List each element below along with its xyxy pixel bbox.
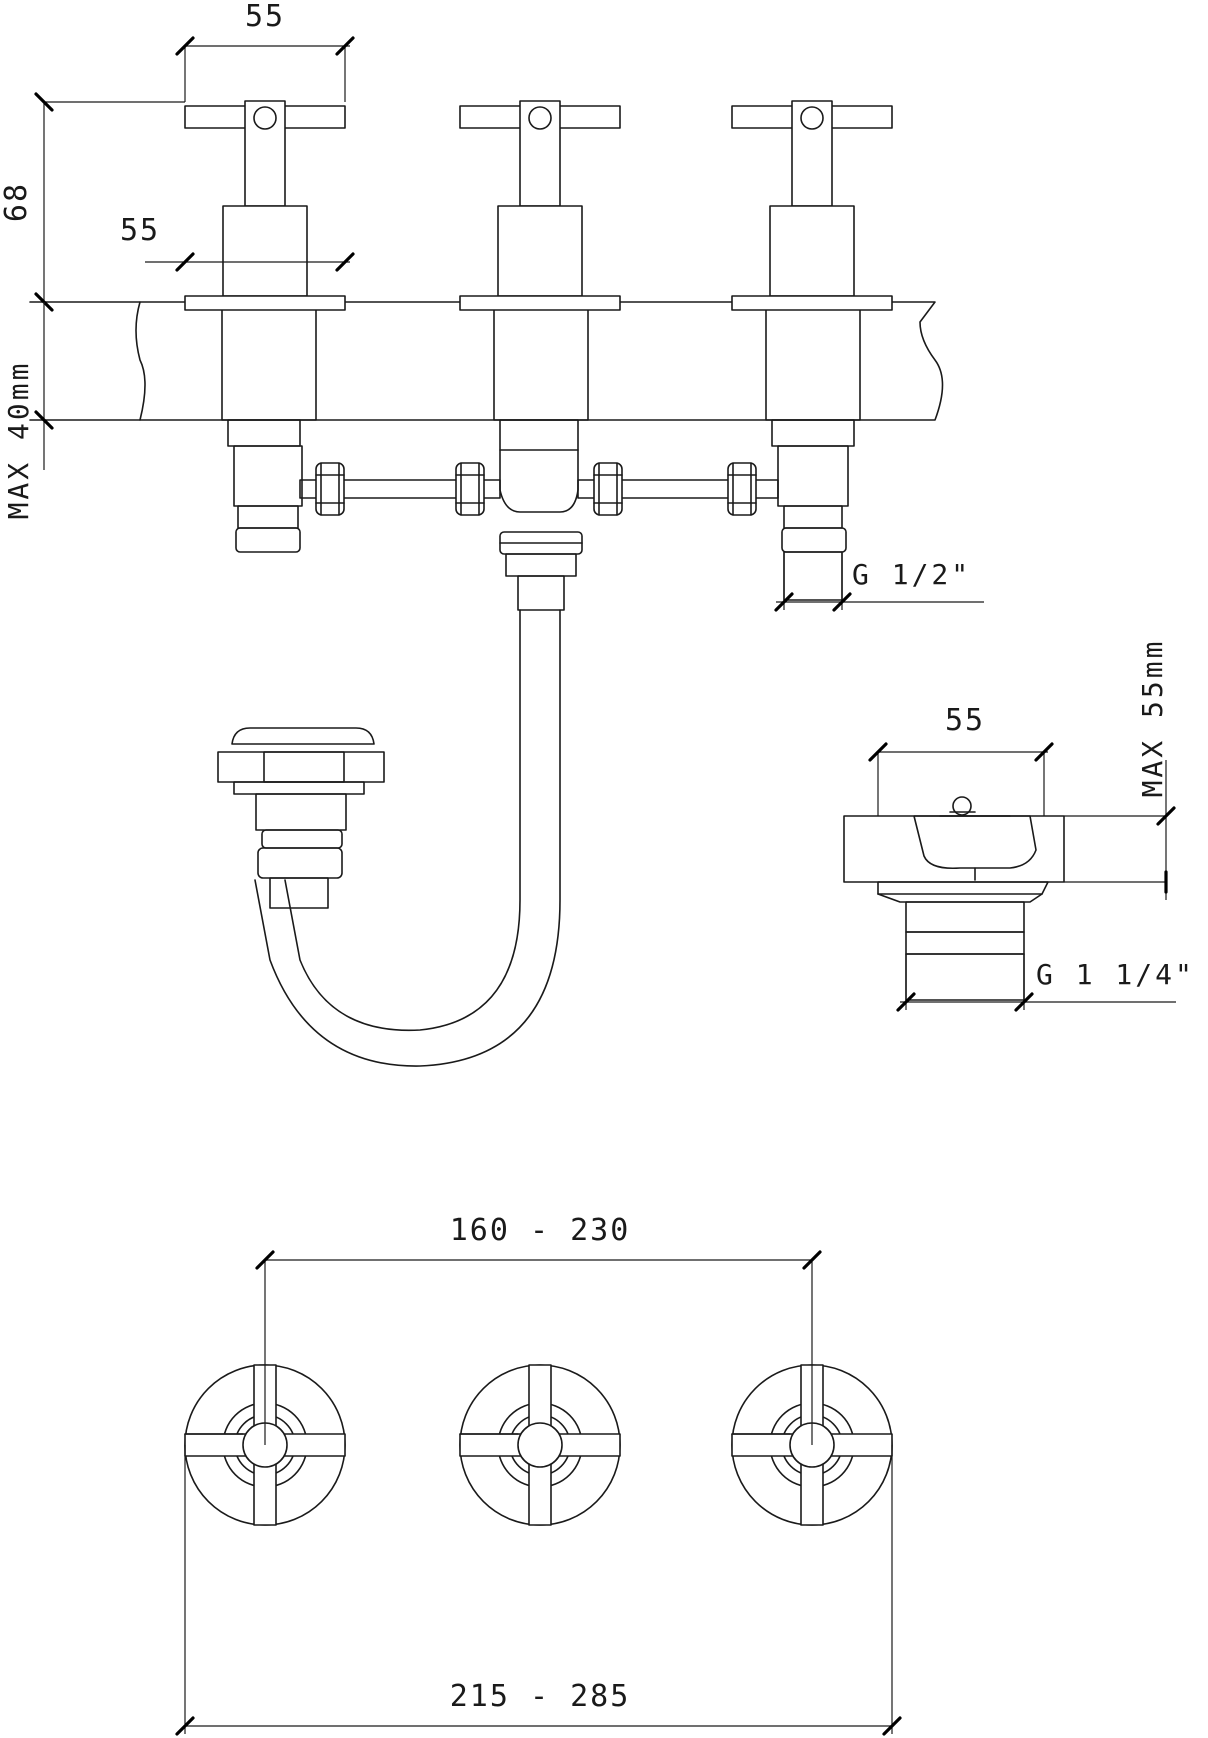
right-tap-elevation [731,100,893,601]
dim-deck-thickness: MAX 40mm [2,302,54,520]
flexible-hose [254,609,561,1067]
waste-deck-label: MAX 55mm [1136,639,1169,798]
flange-width-label: 55 [120,213,160,248]
waste-section [843,796,1065,1001]
dim-waste-thread: G 1 1/4" [896,954,1195,1012]
deck-thickness-label: MAX 40mm [2,361,35,520]
overall-range-label: 215 - 285 [450,1679,631,1714]
inlet-thread-label: G 1/2" [852,558,971,591]
center-spout-plan [459,1364,621,1526]
dim-waste-deck: MAX 55mm [1064,639,1176,900]
dim-handle-width: 55 [175,0,355,102]
deck-section [29,301,944,421]
centers-range-label: 160 - 230 [450,1213,631,1248]
waste-thread-label: G 1 1/4" [1036,958,1195,991]
dim-overall: 215 - 285 [175,1445,902,1736]
dim-inlet-thread: G 1/2" [774,552,984,612]
dim-centers: 160 - 230 [255,1213,822,1445]
dim-height: 68 [0,92,185,312]
height-label: 68 [0,182,34,222]
popup-waste-elevation [217,727,385,909]
dim-waste-width: 55 [868,703,1054,816]
dim-flange-width: 55 [120,213,355,272]
handle-width-label: 55 [245,0,285,34]
connector-pipes [299,462,779,516]
waste-width-label: 55 [945,703,985,738]
center-spout-elevation [459,100,621,611]
left-tap-elevation [184,100,346,553]
